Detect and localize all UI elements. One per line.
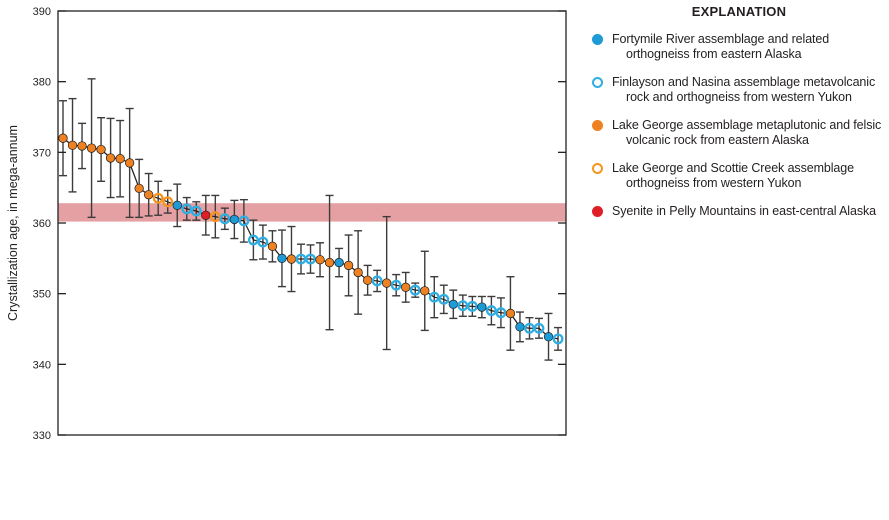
open-circle-icon — [592, 163, 603, 174]
data-point-finlayson_nasina — [181, 203, 193, 215]
legend-label-line: volcanic rock from eastern Alaska — [626, 132, 809, 147]
data-point-lake_george_scottie — [152, 192, 164, 204]
filled-circle-icon — [592, 34, 603, 45]
legend-item-finlayson_nasina: Finlayson and Nasina assemblage metavolc… — [592, 75, 886, 104]
data-point-lake_george — [115, 154, 125, 164]
legend-label-line: rock and orthogneiss from western Yukon — [626, 89, 852, 104]
data-point-finlayson_nasina — [305, 253, 316, 265]
legend-label-line: Lake George and Scottie Creek assemblage — [612, 161, 854, 175]
data-point-lake_george — [353, 267, 363, 278]
filled-circle-icon — [592, 120, 603, 131]
legend-label-line: orthogneiss from western Yukon — [626, 175, 802, 190]
legend-item-lake_george: Lake George assemblage metaplutonic and … — [592, 118, 886, 147]
data-point-lake_george — [105, 153, 116, 163]
data-point-finlayson_nasina — [257, 236, 269, 248]
legend-label-line: Finlayson and Nasina assemblage metavolc… — [612, 75, 876, 89]
y-tick-label: 350 — [33, 289, 51, 301]
y-tick-label: 340 — [33, 359, 51, 371]
data-point-lake_george — [315, 255, 325, 265]
data-point-finlayson_nasina — [552, 333, 564, 345]
data-point-lake_george — [382, 278, 392, 288]
data-point-lake_george — [420, 286, 430, 296]
data-point-finlayson_nasina — [495, 307, 507, 319]
data-point-lake_george — [96, 144, 106, 155]
data-point-lake_george — [324, 257, 335, 268]
data-point-lake_george — [286, 254, 297, 264]
data-point-lake_george_scottie — [162, 196, 174, 208]
data-point-fortymile — [334, 257, 344, 268]
legend-item-label: Finlayson and Nasina assemblage metavolc… — [612, 75, 875, 104]
legend-label-line: Syenite in Pelly Mountains in east-centr… — [612, 204, 876, 218]
filled-circle-icon — [592, 206, 603, 217]
y-tick-label: 390 — [33, 6, 51, 18]
plot-frame — [57, 10, 567, 436]
data-point-finlayson_nasina — [485, 305, 497, 317]
data-point-finlayson_nasina — [247, 234, 259, 246]
y-axis-title: Crystallization age, in mega-annum — [6, 125, 20, 321]
data-point-finlayson_nasina — [219, 213, 231, 225]
data-point-lake_george — [86, 143, 97, 153]
age-scatter-chart: 390 380 370 360 350 340 330 Crystallization age… — [6, 6, 567, 442]
data-point-finlayson_nasina — [466, 300, 478, 312]
legend-title: EXPLANATION — [691, 4, 787, 19]
legend-label-line: orthogneiss from eastern Alaska — [626, 46, 802, 61]
data-point-syenite — [201, 210, 211, 220]
y-tick-label: 330 — [33, 430, 51, 442]
data-point-lake_george — [124, 158, 135, 168]
data-point-lake_george — [343, 260, 354, 271]
legend-item-label: Lake George assemblage metaplutonic and … — [612, 118, 881, 147]
data-point-fortymile — [229, 214, 240, 225]
y-tick-label: 380 — [33, 77, 51, 89]
data-point-lake_george — [134, 183, 144, 194]
data-point-finlayson_nasina — [533, 322, 545, 334]
legend-item-lake_george_scottie: Lake George and Scottie Creek assemblage… — [592, 161, 886, 190]
data-point-finlayson_nasina — [428, 291, 440, 303]
legend-item-label: Lake George and Scottie Creek assemblage… — [612, 161, 854, 190]
legend-label-line: Lake George assemblage metaplutonic and … — [612, 118, 882, 132]
error-bar — [554, 326, 563, 351]
data-point-fortymile — [477, 302, 487, 312]
data-point-finlayson_nasina — [438, 293, 450, 305]
data-point-lake_george — [77, 141, 87, 151]
legend-label-line: Fortymile River assemblage and related — [612, 32, 830, 46]
chart-canvas: 390 380 370 360 350 340 330 Crystallization age… — [6, 6, 567, 442]
data-point-lake_george — [58, 133, 68, 143]
data-point-fortymile — [543, 332, 554, 342]
data-point-lake_george — [267, 241, 278, 251]
data-point-lake_george — [505, 308, 516, 319]
data-point-lake_george — [144, 190, 154, 200]
open-circle-icon — [592, 77, 603, 88]
data-point-lake_george — [401, 282, 411, 292]
legend-item-syenite: Syenite in Pelly Mountains in east-centr… — [592, 204, 886, 219]
data-point-lake_george — [67, 140, 78, 150]
data-point-lake_george_scottie — [209, 211, 221, 223]
y-tick-label: 360 — [33, 218, 51, 230]
data-point-fortymile — [277, 253, 287, 263]
data-point-finlayson_nasina — [390, 279, 402, 291]
data-point-fortymile — [172, 200, 182, 210]
data-point-finlayson_nasina — [409, 284, 421, 296]
legend-item-label: Syenite in Pelly Mountains in east-centr… — [612, 204, 876, 219]
legend: EXPLANATION Fortymile River assemblage a… — [592, 4, 886, 233]
data-point-finlayson_nasina — [238, 215, 250, 227]
y-tick-label: 370 — [33, 147, 51, 159]
data-point-lake_george — [362, 275, 373, 285]
data-point-finlayson_nasina — [371, 275, 383, 287]
data-point-fortymile — [515, 322, 525, 332]
data-point-fortymile — [448, 299, 458, 309]
data-point-finlayson_nasina — [190, 205, 202, 217]
highlight-band — [58, 203, 566, 222]
